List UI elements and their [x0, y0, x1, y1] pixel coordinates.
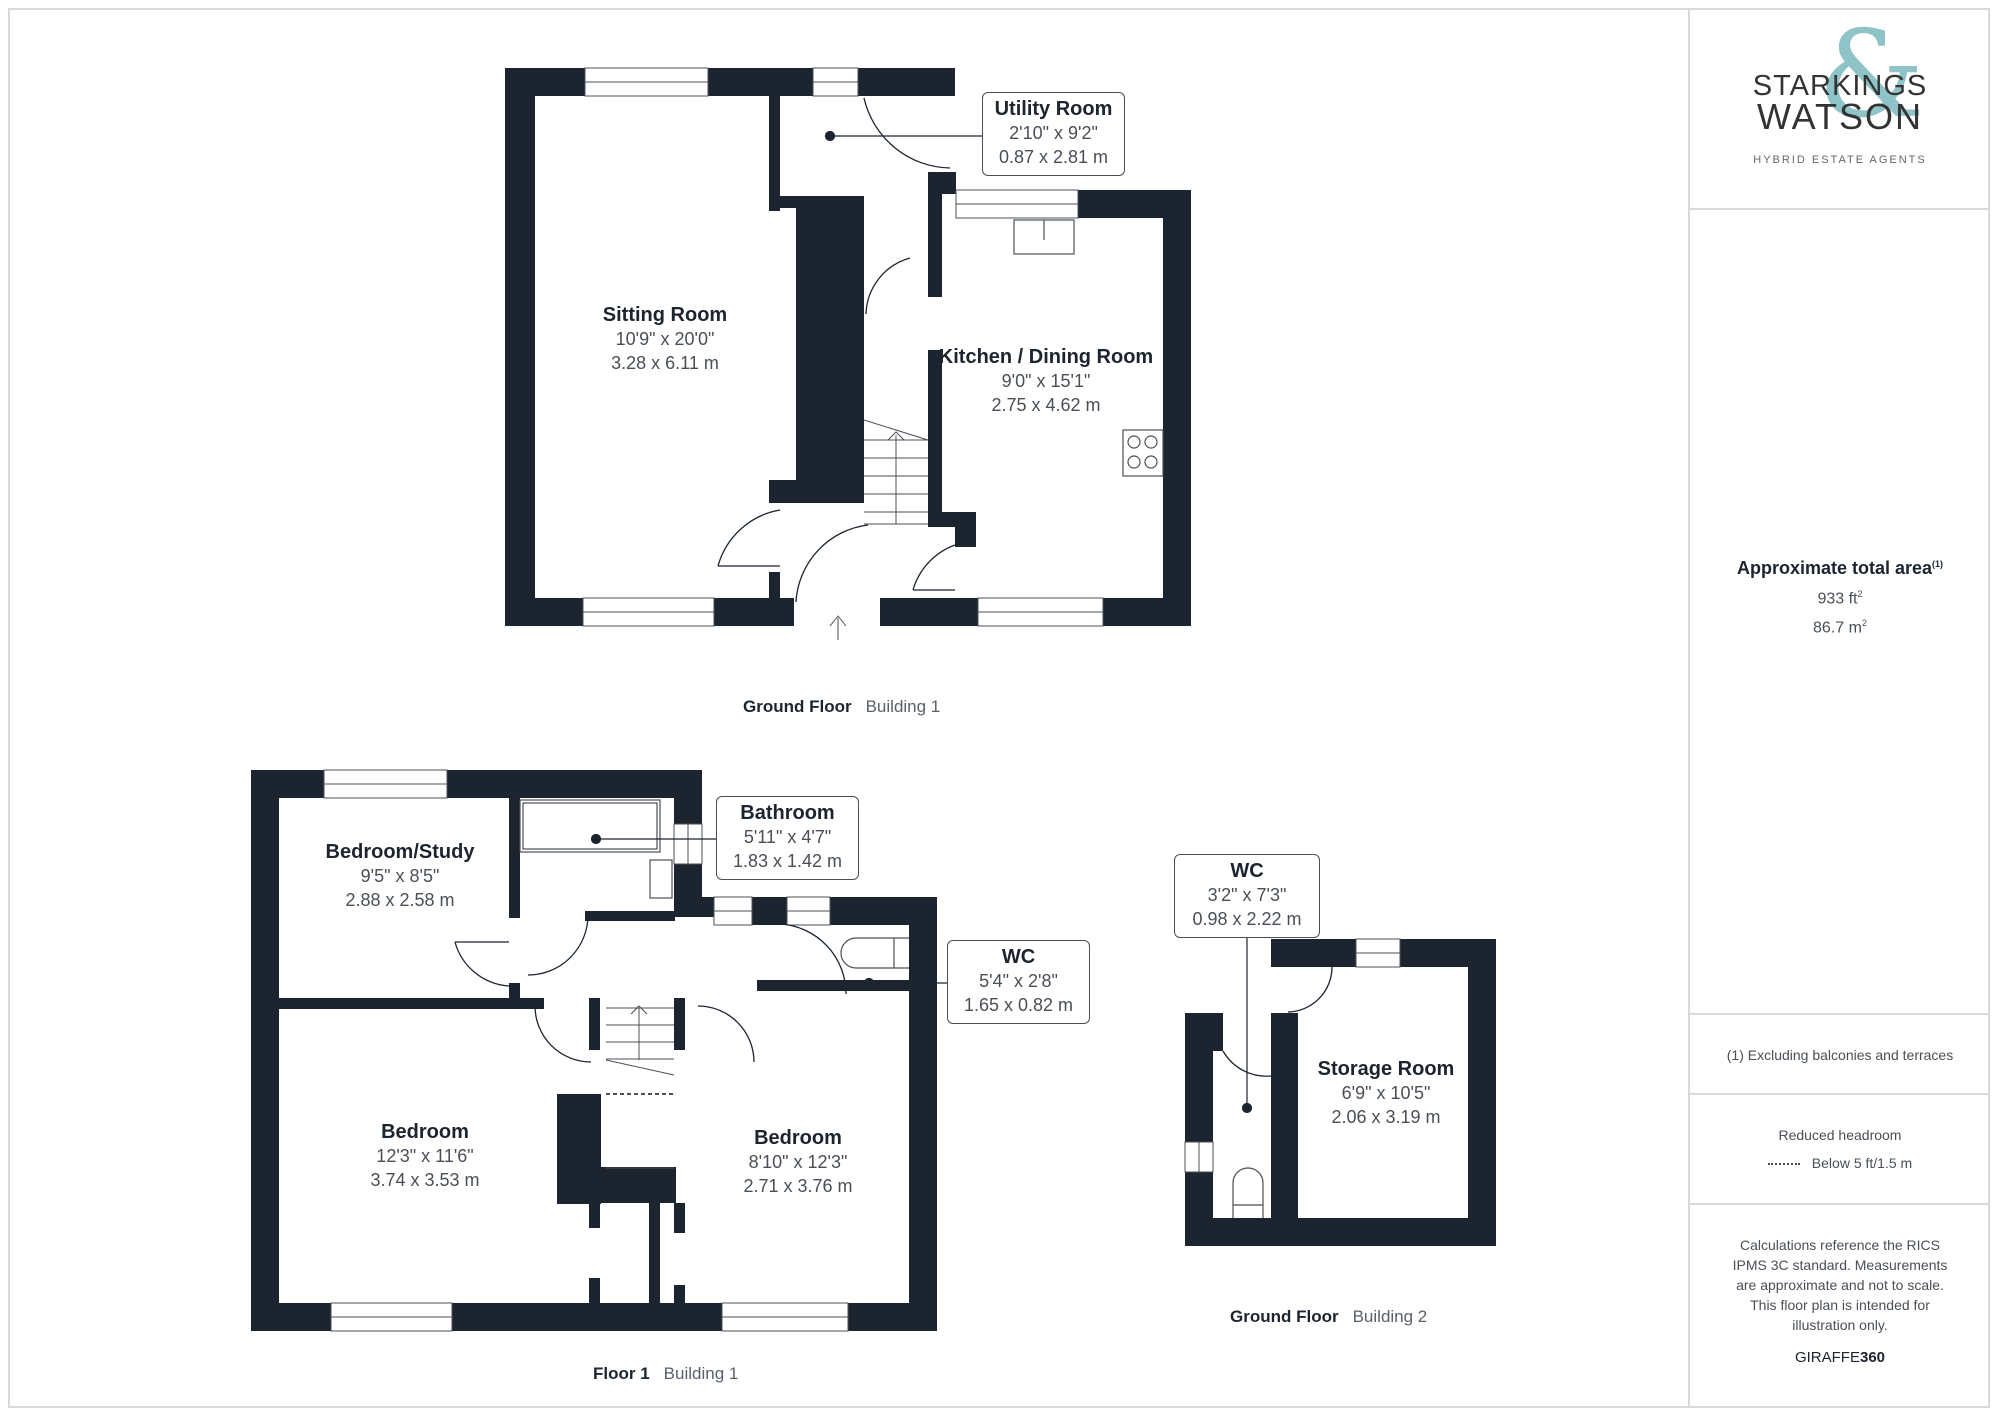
room-name: WC: [1001, 946, 1036, 968]
disclaimer-text: Calculations reference the RICS IPMS 3C …: [1732, 1237, 1948, 1333]
room-imperial: 9'5" x 8'5": [360, 866, 440, 886]
room-metric: 0.98 x 2.22 m: [1192, 909, 1302, 929]
room-name: WC: [1230, 860, 1264, 882]
room-name: Kitchen / Dining Room: [938, 346, 1154, 368]
room-metric: 0.87 x 2.81 m: [998, 147, 1109, 167]
callout-wc-floor1: WC 5'4" x 2'8" 1.65 x 0.82 m: [947, 940, 1090, 1024]
area-section: Approximate total area(1) 933 ft2 86.7 m…: [1690, 210, 1990, 1015]
brand-logo: & STARKINGS WATSON HYBRID ESTATE AGENTS: [1690, 8, 1990, 208]
area-sqft: 933 ft2: [1817, 589, 1863, 608]
logo-tagline: HYBRID ESTATE AGENTS: [1753, 154, 1927, 166]
room-storage-room: Storage Room 6'9" x 10'5" 2.06 x 3.19 m: [1318, 1057, 1455, 1129]
room-imperial: 5'4" x 2'8": [979, 971, 1058, 991]
area-title: Approximate total area(1): [1736, 558, 1944, 578]
floor-plan-drawing: [251, 67, 1496, 1332]
provider-brand: GIRAFFE360: [1794, 1349, 1886, 1366]
floor-label-floor1-b1: Floor 1 Building 1: [593, 1364, 738, 1384]
room-metric: 1.83 x 1.42 m: [732, 851, 843, 871]
logo-section: & STARKINGS WATSON HYBRID ESTATE AGENTS: [1690, 8, 1990, 210]
logo-line-2: WATSON: [1757, 96, 1923, 137]
logo-line-1: STARKINGS: [1752, 70, 1928, 102]
room-imperial: 2'10" x 9'2": [1009, 123, 1098, 143]
room-sitting-room: Sitting Room 10'9" x 20'0" 3.28 x 6.11 m: [603, 303, 727, 375]
room-kitchen-dining: Kitchen / Dining Room 9'0" x 15'1" 2.75 …: [939, 345, 1153, 417]
room-imperial: 12'3" x 11'6": [376, 1146, 474, 1166]
building-name: Building 1: [663, 1364, 739, 1383]
page-frame: [8, 8, 1990, 1408]
excluding-note: (1) Excluding balconies and terraces: [1726, 1047, 1954, 1063]
headroom-section: Reduced headroom Below 5 ft/1.5 m: [1690, 1095, 1990, 1205]
ground-floor-b1-walls: [505, 68, 1191, 626]
room-imperial: 8'10" x 12'3": [748, 1152, 848, 1172]
room-name: Bedroom: [381, 1121, 469, 1143]
room-metric: 2.75 x 4.62 m: [991, 395, 1101, 415]
area-sqm: 86.7 m2: [1813, 618, 1867, 637]
building-name: Building 1: [865, 697, 941, 716]
room-imperial: 6'9" x 10'5": [1341, 1083, 1431, 1103]
room-name: Bathroom: [740, 802, 835, 824]
room-metric: 2.06 x 3.19 m: [1331, 1107, 1441, 1127]
room-imperial: 10'9" x 20'0": [615, 329, 715, 349]
room-name: Sitting Room: [602, 304, 728, 326]
room-name: Storage Room: [1317, 1058, 1455, 1080]
room-imperial: 5'11" x 4'7": [743, 827, 832, 847]
room-bedroom-2: Bedroom 8'10" x 12'3" 2.71 x 3.76 m: [743, 1126, 852, 1198]
footnote-section: (1) Excluding balconies and terraces: [1690, 1015, 1990, 1095]
room-bedroom-1: Bedroom 12'3" x 11'6" 3.74 x 3.53 m: [370, 1120, 479, 1192]
footnote-marker: (1): [1932, 559, 1944, 569]
callout-utility-room: Utility Room 2'10" x 9'2" 0.87 x 2.81 m: [982, 92, 1125, 176]
room-metric: 2.71 x 3.76 m: [743, 1176, 853, 1196]
disclaimer-section: Calculations reference the RICS IPMS 3C …: [1690, 1205, 1990, 1408]
room-metric: 2.88 x 2.58 m: [345, 890, 455, 910]
room-bedroom-study: Bedroom/Study 9'5" x 8'5" 2.88 x 2.58 m: [326, 840, 475, 912]
ampersand-logo-icon: &: [1818, 6, 1925, 145]
floor-name: Ground Floor: [1230, 1307, 1339, 1326]
floor-label-ground-b2: Ground Floor Building 2: [1230, 1307, 1427, 1327]
room-metric: 3.28 x 6.11 m: [611, 353, 719, 373]
headroom-legend: Below 5 ft/1.5 m: [1690, 1155, 1990, 1171]
floor-name: Ground Floor: [743, 697, 852, 716]
room-metric: 1.65 x 0.82 m: [963, 995, 1074, 1015]
headroom-title: Reduced headroom: [1778, 1127, 1902, 1143]
room-name: Bedroom: [754, 1127, 842, 1149]
room-name: Bedroom/Study: [325, 841, 475, 863]
room-name: Utility Room: [994, 98, 1113, 120]
room-imperial: 9'0" x 15'1": [1001, 371, 1091, 391]
floor-name: Floor 1: [593, 1364, 650, 1383]
building-name: Building 2: [1352, 1307, 1428, 1326]
callout-wc-building2: WC 3'2" x 7'3" 0.98 x 2.22 m: [1174, 854, 1320, 938]
room-imperial: 3'2" x 7'3": [1207, 885, 1287, 905]
floor-1-b1-walls: [251, 770, 937, 1331]
callout-bathroom: Bathroom 5'11" x 4'7" 1.83 x 1.42 m: [716, 796, 859, 880]
ground-floor-b2-walls: [1185, 939, 1496, 1246]
info-sidebar: & STARKINGS WATSON HYBRID ESTATE AGENTS …: [1688, 8, 1990, 1408]
room-metric: 3.74 x 3.53 m: [370, 1170, 480, 1190]
floor-label-ground-b1: Ground Floor Building 1: [743, 697, 940, 717]
dotted-line-icon: [1767, 1163, 1800, 1166]
